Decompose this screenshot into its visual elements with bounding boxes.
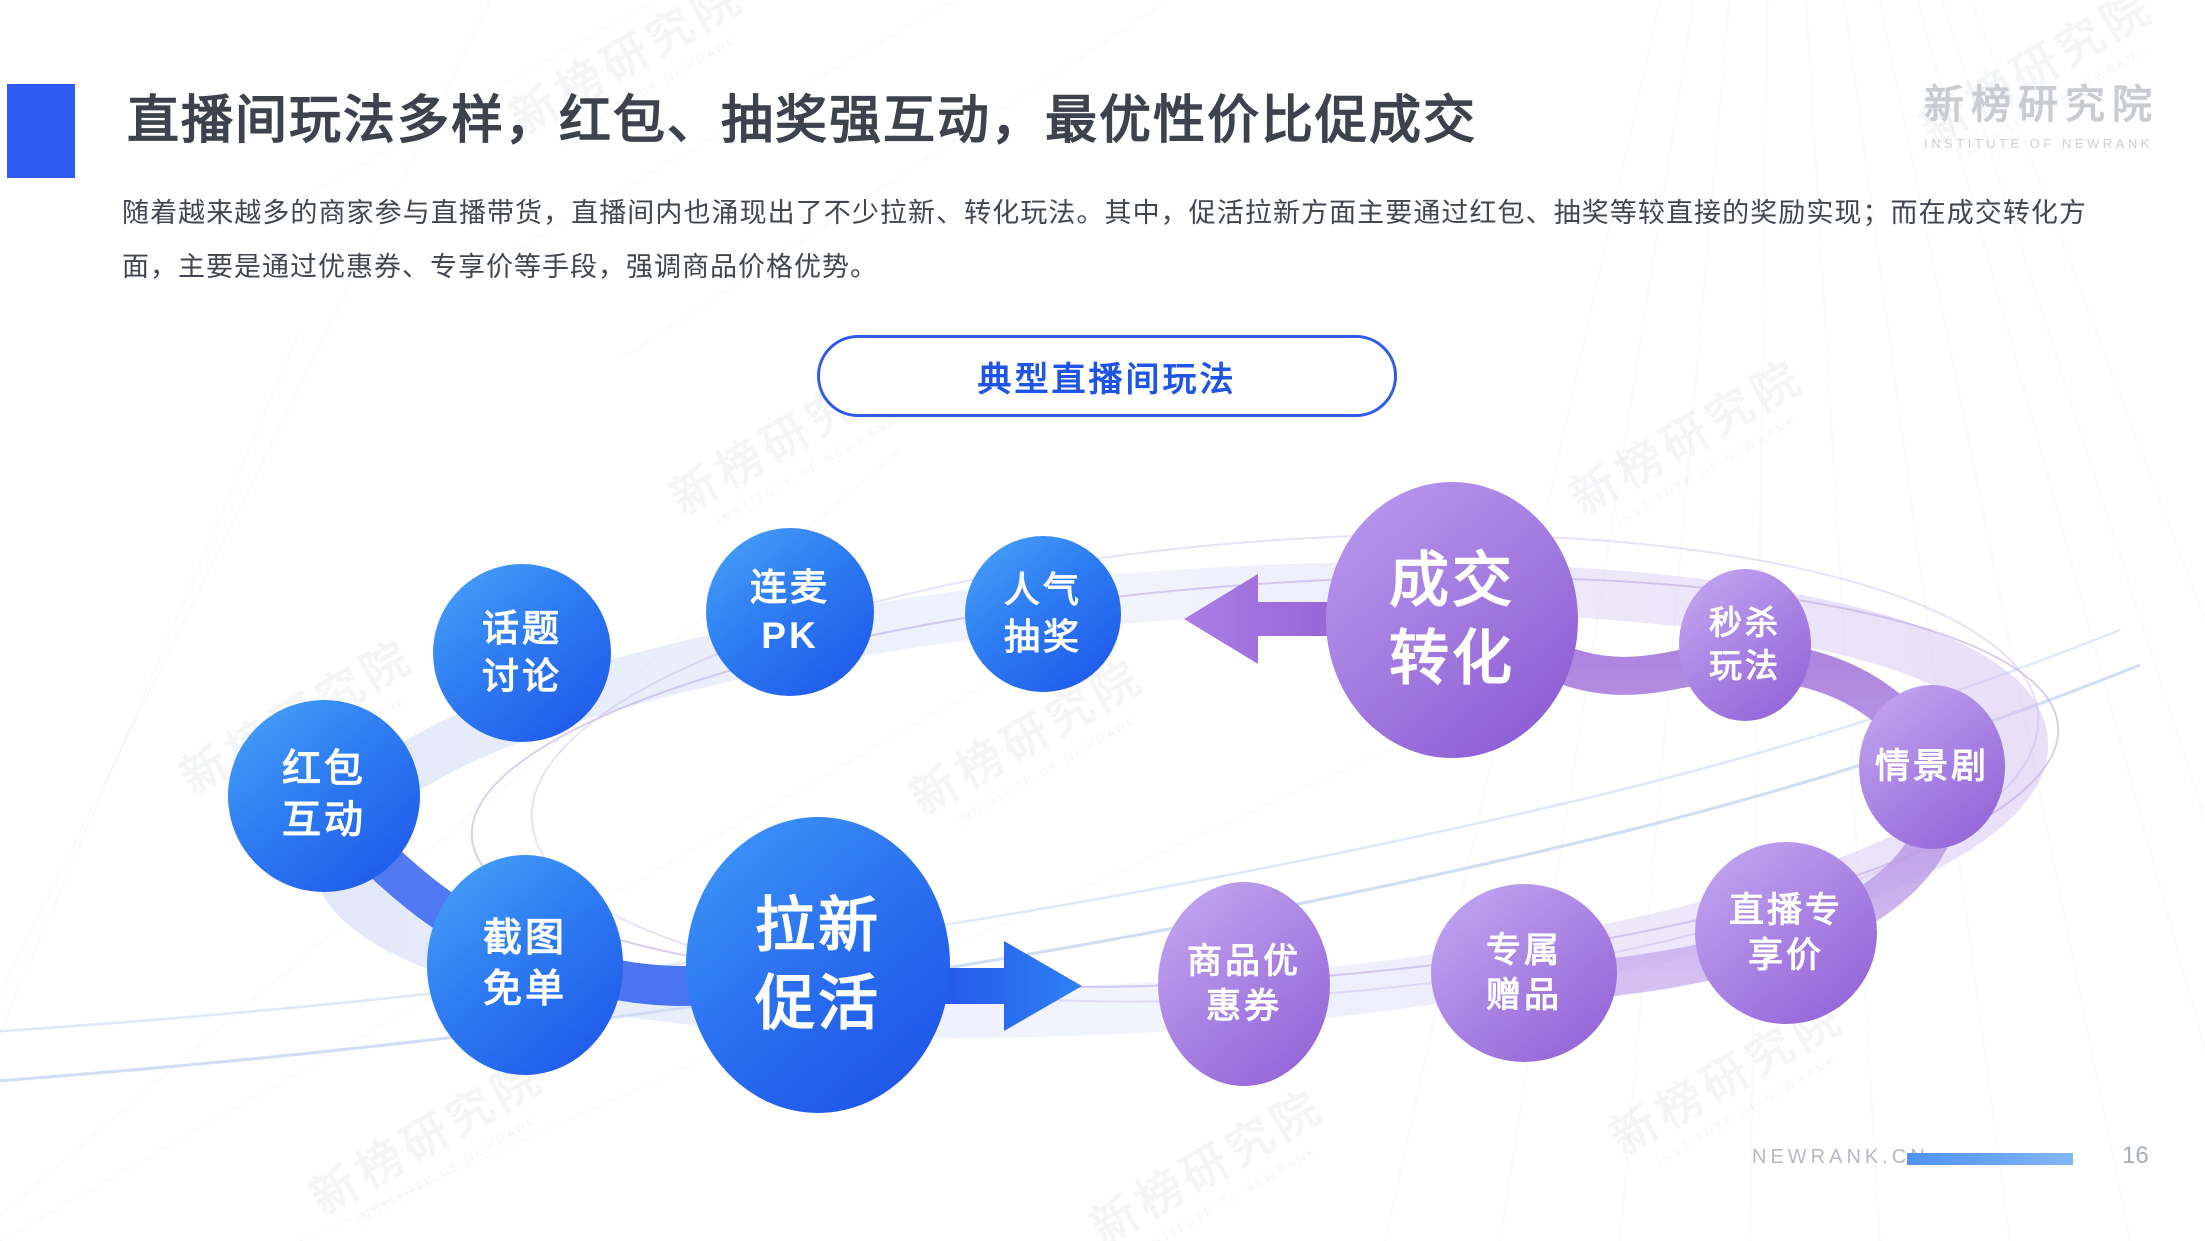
node-scenario-drama: 情景剧 [1859,685,2005,849]
conversion-arrow-left [1184,574,1352,664]
node-acquisition-activation: 拉新 促活 [686,817,950,1113]
node-red-packet-interaction: 红包 互动 [228,700,420,892]
node-product-coupon: 商品优 惠券 [1158,882,1330,1086]
node-flash-sale-play: 秒杀 玩法 [1679,569,1811,721]
section-pill-label: 典型直播间玩法 [977,360,1237,399]
node-screenshot-free-order: 截图 免单 [427,855,623,1075]
footer-site: NEWRANK.CN [1752,1146,1929,1168]
section-pill: 典型直播间玩法 [817,335,1397,417]
node-topic-discussion: 话题 讨论 [433,564,611,742]
logo-subtitle: INSTITUTE OF NEWRANK [1924,136,2153,151]
node-exclusive-gift: 专属 赠品 [1431,884,1617,1062]
accent-square [7,84,75,178]
node-live-exclusive-price: 直播专 享价 [1695,842,1877,1024]
node-deal-conversion: 成交 转化 [1326,482,1578,758]
intro-paragraph: 随着越来越多的商家参与直播带货，直播间内也涌现出了不少拉新、转化玩法。其中，促活… [122,198,2087,282]
node-popularity-lottery: 人气 抽奖 [965,536,1121,692]
page-title: 直播间玩法多样，红包、抽奖强互动，最优性价比促成交 [127,92,1478,150]
logo-name: 新榜研究院 [1924,83,2159,127]
footer-bar [1907,1153,2073,1165]
activation-arrow-right [918,941,1082,1031]
node-co-stream-pk: 连麦 PK [706,528,874,696]
newrank-logo: 新榜研究院 INSTITUTE OF NEWRANK [1924,72,2159,151]
footer-page-number: 16 [2122,1142,2149,1169]
